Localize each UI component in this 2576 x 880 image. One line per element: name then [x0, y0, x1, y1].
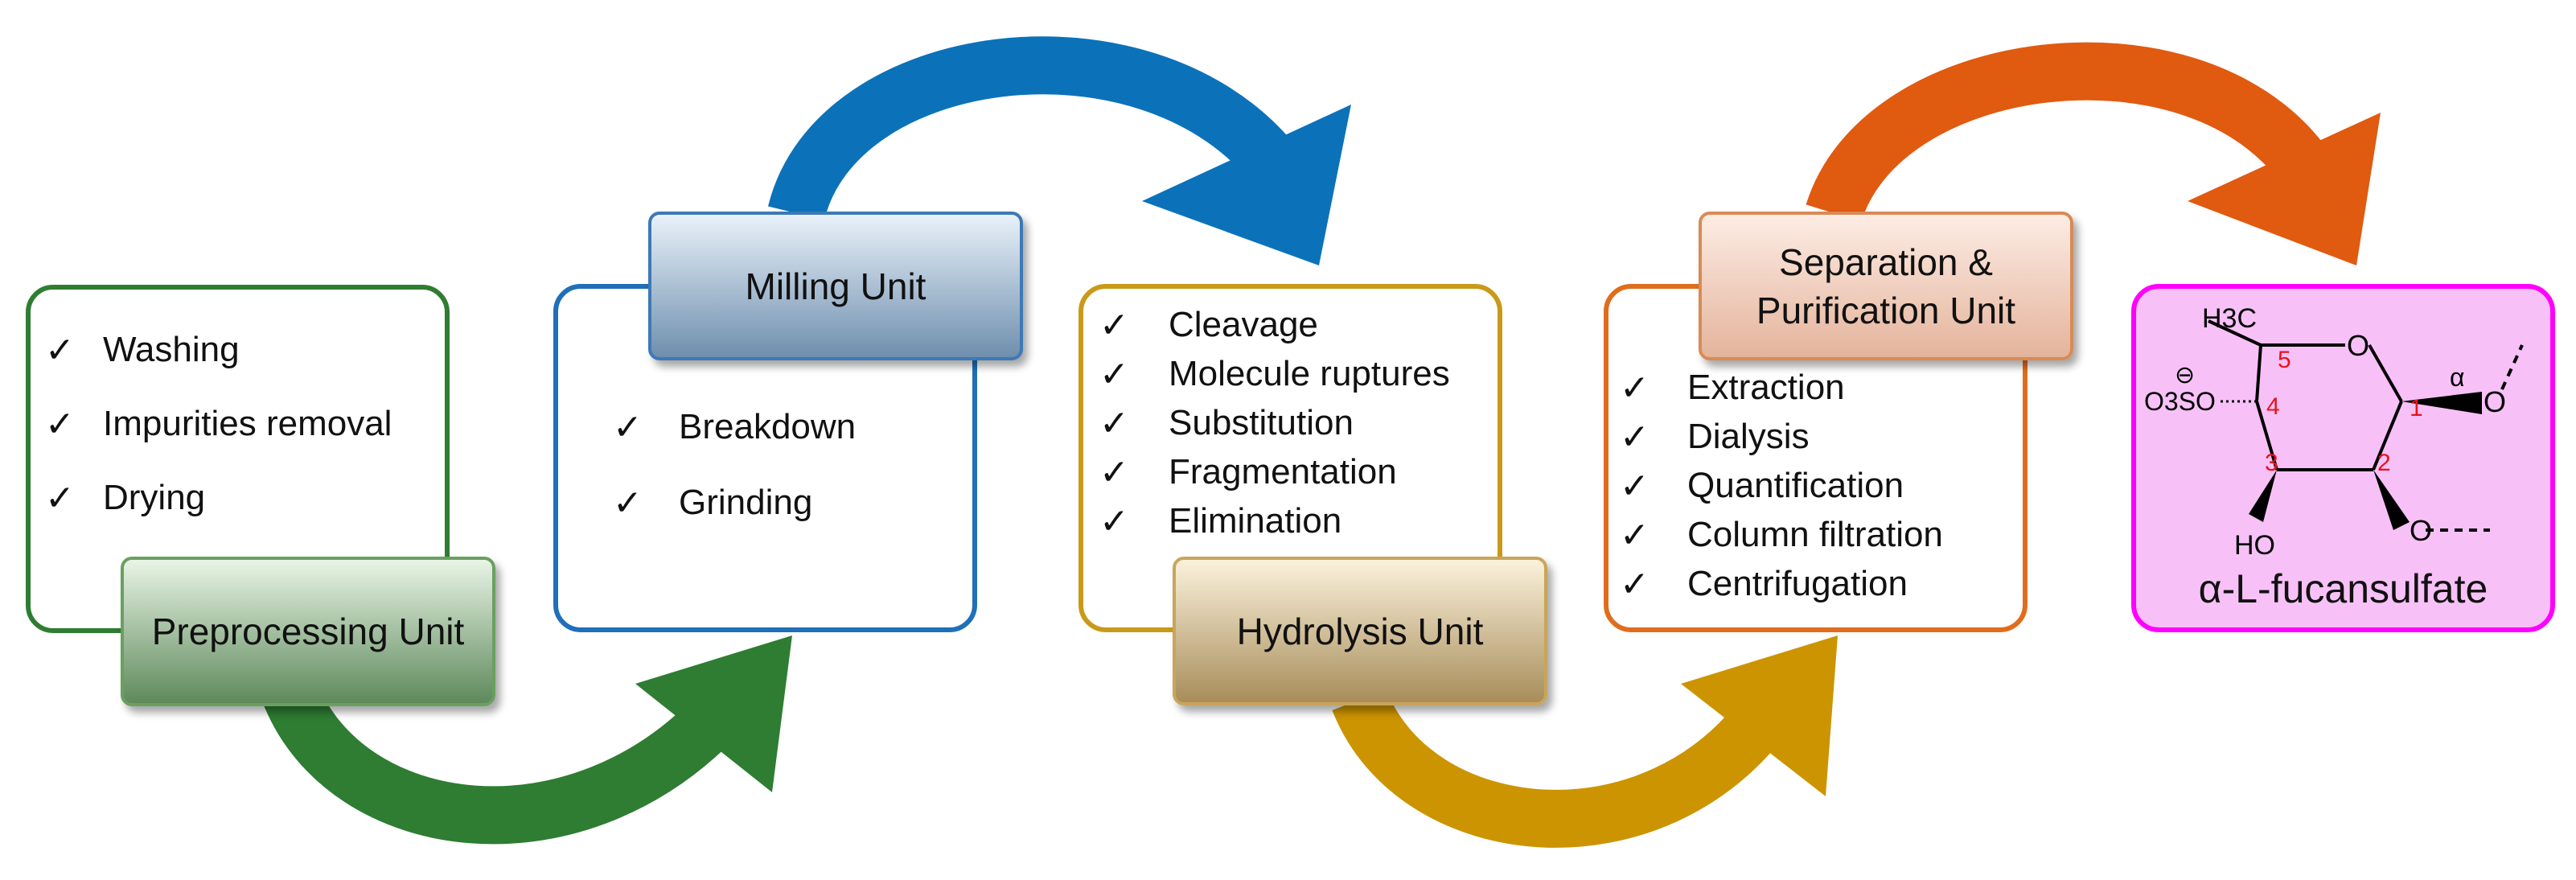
- methyl-group: H3C: [2202, 303, 2258, 334]
- bond: [2255, 344, 2262, 402]
- wedge-bond: [2249, 470, 2277, 522]
- bond: [2255, 401, 2278, 471]
- carbon-number-5: 5: [2278, 347, 2291, 373]
- carbon-number-3: 3: [2265, 450, 2278, 476]
- alpha-symbol: α: [2450, 363, 2465, 392]
- product-box: H3C O O3SO ⊖ HO α O O 1 2 3 4 5 α-L-fuca…: [2131, 284, 2555, 632]
- sulfate-group: O3SO: [2144, 387, 2216, 416]
- product-name: α-L-fucansulfate: [2198, 566, 2488, 611]
- bond: [2368, 344, 2403, 402]
- arrow-separation-to-product: [1806, 42, 2381, 265]
- wedge-bond: [2373, 470, 2410, 530]
- arrow-hydrolysis-to-separation: [1332, 635, 1838, 848]
- glycosidic-oxygen-2: O: [2410, 514, 2433, 547]
- separation-purification-unit-label: Separation & Purification Unit: [1699, 212, 2073, 360]
- dashed-bond: [2500, 344, 2524, 390]
- glycosidic-oxygen-1: O: [2484, 385, 2507, 418]
- milling-unit-label: Milling Unit: [648, 212, 1023, 360]
- bond: [2372, 401, 2403, 471]
- ring-oxygen: O: [2347, 329, 2370, 362]
- wedge-bond: [2401, 392, 2482, 414]
- hydrolysis-unit-label: Hydrolysis Unit: [1173, 557, 1547, 705]
- sulfate-charge: ⊖: [2175, 362, 2196, 389]
- carbon-number-2: 2: [2377, 450, 2391, 476]
- bond: [2208, 319, 2262, 347]
- carbon-number-1: 1: [2410, 395, 2423, 421]
- carbon-number-4: 4: [2266, 393, 2280, 420]
- hydroxyl-group: HO: [2234, 530, 2275, 561]
- arrow-preprocessing-to-milling: [262, 635, 792, 845]
- fucose-structure: [2208, 319, 2524, 532]
- preprocessing-unit-label: Preprocessing Unit: [121, 557, 495, 706]
- arrow-milling-to-hydrolysis: [768, 36, 1351, 265]
